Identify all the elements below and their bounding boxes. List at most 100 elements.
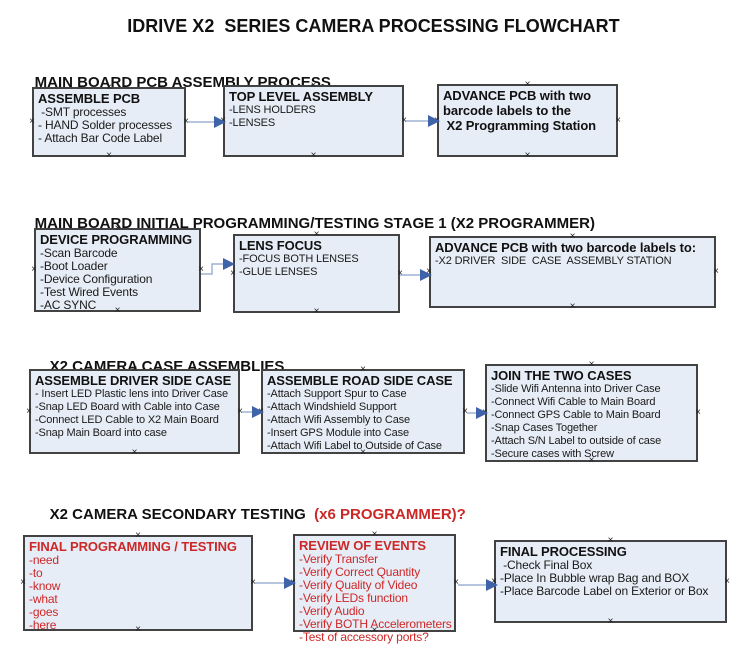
section-heading-initial-programming: MAIN BOARD INITIAL PROGRAMMING/TESTING S… (18, 198, 595, 249)
box-item: -Connect Wifi Cable to Main Board (491, 396, 656, 408)
box-item: -Scan Barcode (40, 246, 118, 260)
section-heading-text: X2 CAMERA SECONDARY TESTING (49, 506, 306, 523)
box-item: -Device Configuration (40, 272, 153, 286)
box-items: -Attach Support Spur to Case-Attach Wind… (267, 388, 460, 453)
box-item: -Place In Bubble wrap Bag and BOX (500, 571, 690, 585)
page-title: IDRIVE X2 SERIES CAMERA PROCESSING FLOWC… (127, 16, 620, 36)
box-item: -AC SYNC (40, 298, 97, 312)
connection-handle-icon: × (106, 150, 112, 161)
box-item: -Boot Loader (40, 259, 108, 273)
box-item: -Verify Correct Quantity (299, 565, 421, 579)
box-item: -X2 DRIVER SIDE CASE ASSEMBLY STATION (435, 255, 672, 267)
flow-box-lens-focus: LENS FOCUS -FOCUS BOTH LENSES-GLUE LENSE… (230, 230, 403, 317)
connection-handle-icon: × (26, 405, 32, 417)
box-item: -need (29, 553, 59, 567)
box-item: -Attach Wifi Label to Outside of Case (267, 440, 442, 452)
connection-handle-icon: × (695, 407, 701, 418)
connection-handle-icon: × (491, 575, 497, 587)
box-title: ASSEMBLE DRIVER SIDE CASE (35, 373, 232, 388)
connection-handle-icon: × (724, 575, 730, 587)
box-title: DEVICE PROGRAMMING (40, 232, 193, 247)
box-item: -what (29, 592, 58, 606)
box-item: -GLUE LENSES (239, 266, 318, 278)
connection-handle-icon: × (31, 264, 37, 275)
connection-handle-icon: × (482, 407, 488, 418)
box-item: -here (29, 618, 57, 632)
connection-handle-icon: × (131, 447, 138, 458)
flow-box-assemble-driver-side-case: ASSEMBLE DRIVER SIDE CASE - Insert LED P… (26, 365, 243, 458)
connection-handle-icon: × (453, 577, 459, 588)
connection-handle-icon: × (230, 267, 236, 279)
box-title: ADVANCE PCB with two barcode labels to: (435, 240, 696, 255)
connection-handle-icon: × (434, 114, 440, 126)
box-item: -Snap LED Board with Cable into Case (35, 401, 220, 413)
box-item: -Connect GPS Cable to Main Board (491, 409, 661, 421)
connector-arrow (201, 258, 235, 275)
box-title: ASSEMBLE PCB (38, 91, 141, 106)
connection-handle-icon: × (290, 577, 296, 588)
box-item: -Verify Transfer (299, 552, 378, 566)
box-items: -X2 DRIVER SIDE CASE ASSEMBLY STATION (435, 255, 711, 268)
box-item: -Place Barcode Label on Exterior or Box (500, 584, 709, 598)
box-items: -FOCUS BOTH LENSES-GLUE LENSES (239, 253, 395, 279)
flow-box-assemble-pcb: ASSEMBLE PCB -SMT processes- HAND Solder… (29, 83, 189, 161)
box-item: -Verify Audio (299, 604, 365, 618)
connection-handle-icon: × (198, 264, 204, 275)
box-item: -Connect LED Cable to X2 Main Board (35, 414, 219, 426)
section-heading-secondary-testing: X2 CAMERA SECONDARY TESTING (x6 PROGRAMM… (33, 489, 466, 540)
box-items: -LENS HOLDERS-LENSES (229, 104, 399, 130)
box-item: -Attach Windshield Support (267, 401, 397, 413)
connection-handle-icon: × (615, 114, 621, 126)
box-item: - Insert LED Plastic lens into Driver Ca… (35, 388, 228, 400)
connection-handle-icon: × (426, 266, 432, 277)
box-item: - Attach Bar Code Label (38, 131, 162, 145)
box-items: -Slide Wifi Antenna into Driver Case-Con… (491, 383, 693, 461)
box-item: -Verify LEDs function (299, 591, 408, 605)
box-item: -Slide Wifi Antenna into Driver Case (491, 383, 661, 395)
box-item: -Insert GPS Module into Case (267, 427, 409, 439)
box-item: -SMT processes (38, 105, 127, 119)
box-item: -Attach S/N Label to outside of case (491, 435, 662, 447)
connection-handle-icon: × (713, 266, 719, 277)
connection-handle-icon: × (20, 577, 26, 588)
box-title: FINAL PROGRAMMING / TESTING (29, 539, 237, 554)
flow-box-join-the-two-cases: JOIN THE TWO CASES -Slide Wifi Antenna i… (482, 360, 701, 466)
box-items: -need-to-know-what-goes-here (29, 554, 248, 632)
connection-handle-icon: × (29, 116, 35, 127)
box-title: ASSEMBLE ROAD SIDE CASE (267, 373, 453, 388)
section-heading-text: MAIN BOARD INITIAL PROGRAMMING/TESTING S… (34, 215, 595, 232)
flow-box-advance-pcb-driver-side-station: ADVANCE PCB with two barcode labels to: … (426, 232, 719, 312)
connection-handle-icon: × (524, 150, 531, 161)
connection-handle-icon: × (183, 116, 189, 127)
connection-handle-icon: × (397, 267, 403, 279)
box-item: -Check Final Box (500, 558, 593, 572)
box-item: -know (29, 579, 61, 593)
section-heading-red-text: (x6 PROGRAMMER)? (305, 506, 466, 523)
box-items: - Insert LED Plastic lens into Driver Ca… (35, 388, 235, 440)
box-item: -Snap Main Board into case (35, 427, 167, 439)
box-item: -to (29, 566, 43, 580)
connection-handle-icon: × (569, 301, 576, 312)
box-item: -Verify BOTH Accelerometers (299, 617, 452, 631)
flow-box-device-programming: DEVICE PROGRAMMING -Scan Barcode-Boot Lo… (31, 224, 204, 316)
connection-handle-icon: × (462, 405, 468, 417)
box-title: REVIEW OF EVENTS (299, 538, 426, 553)
flow-box-advance-pcb-programming-station: ADVANCE PCB with two barcode labels to t… (434, 80, 621, 161)
box-items: -Check Final Box-Place In Bubble wrap Ba… (500, 559, 722, 598)
box-item: -Attach Support Spur to Case (267, 388, 407, 400)
flow-box-final-programming-testing: FINAL PROGRAMMING / TESTING -need-to-kno… (20, 531, 256, 635)
box-item: -Verify Quality of Video (299, 578, 418, 592)
flow-box-review-of-events: REVIEW OF EVENTS -Verify Transfer-Verify… (290, 530, 459, 644)
box-item: -Secure cases with Screw (491, 448, 614, 460)
box-item: -Attach Wifi Assembly to Case (267, 414, 410, 426)
flow-box-final-processing: FINAL PROCESSING -Check Final Box-Place … (491, 536, 730, 627)
box-item: -Test Wired Events (40, 285, 138, 299)
flow-box-top-level-assembly: TOP LEVEL ASSEMBLY -LENS HOLDERS-LENSES … (220, 81, 407, 161)
box-items: -Scan Barcode-Boot Loader-Device Configu… (40, 247, 196, 312)
box-item: -LENSES (229, 117, 276, 129)
connection-handle-icon: × (250, 577, 256, 588)
connection-handle-icon: × (313, 306, 320, 317)
connection-handle-icon: × (310, 150, 317, 161)
connection-handle-icon: × (237, 405, 243, 417)
